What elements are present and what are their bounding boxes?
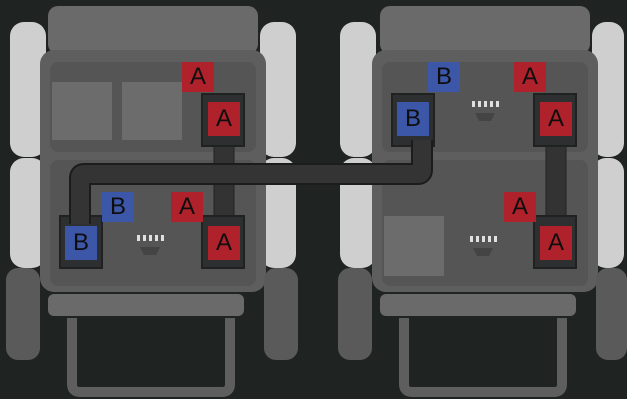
right-bottom-tag-a[interactable]: A: [504, 192, 536, 222]
right-chair-armrest-right-lower: [592, 158, 624, 268]
right-top-port-b[interactable]: B: [397, 102, 429, 136]
vent-icon: [472, 101, 499, 121]
left-chair: [6, 6, 298, 397]
left-bottom-port-b[interactable]: B: [65, 226, 97, 260]
left-top-tag-a[interactable]: A: [182, 62, 214, 92]
left-chair-armrest-left-upper: [10, 22, 46, 157]
vent-icon: [137, 235, 164, 255]
right-chair-armrest-left-upper: [340, 22, 376, 157]
right-chair-cable-a: [545, 139, 567, 221]
left-chair-base-bar: [48, 294, 244, 316]
left-chair-window-2: [122, 82, 182, 140]
right-chair-leg-left: [338, 268, 372, 360]
left-chair-frame: [67, 318, 235, 397]
cable-connection-fill: [71, 140, 431, 224]
left-chair-leg-left: [6, 268, 40, 360]
left-chair-leg-right: [264, 268, 298, 360]
left-top-port-a[interactable]: A: [208, 102, 240, 136]
right-bottom-port-a[interactable]: A: [540, 226, 572, 260]
right-top-port-a[interactable]: A: [540, 102, 572, 136]
right-top-tag-a[interactable]: A: [514, 62, 546, 92]
right-chair: [338, 6, 627, 397]
right-chair-window: [384, 216, 444, 276]
vent-icon: [470, 236, 497, 256]
left-chair-headrest: [48, 6, 258, 54]
right-top-tag-b[interactable]: B: [428, 62, 460, 92]
right-chair-headrest: [380, 6, 590, 54]
left-chair-armrest-left-lower: [10, 158, 46, 268]
right-chair-armrest-left-lower: [340, 158, 376, 268]
right-chair-frame: [399, 318, 567, 397]
left-chair-window-1: [52, 82, 112, 140]
left-bottom-tag-a[interactable]: A: [171, 192, 203, 222]
right-chair-armrest-right-upper: [592, 22, 624, 157]
right-chair-leg-right: [596, 268, 627, 360]
right-chair-base-bar: [380, 294, 576, 316]
left-bottom-tag-b[interactable]: B: [102, 192, 134, 222]
left-chair-armrest-right-lower: [260, 158, 296, 268]
left-bottom-port-a[interactable]: A: [208, 226, 240, 260]
left-chair-armrest-right-upper: [260, 22, 296, 157]
